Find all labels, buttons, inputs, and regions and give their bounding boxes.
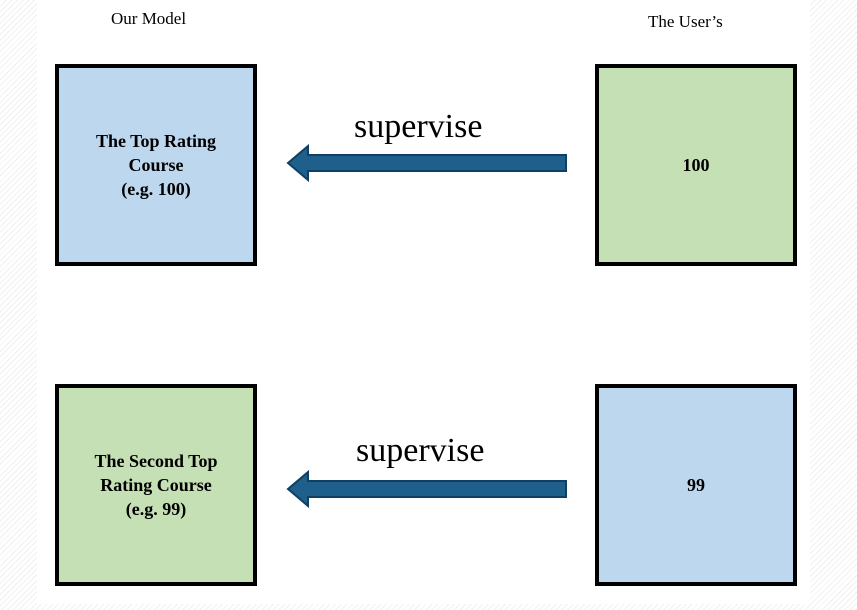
left-arrow-1-shape [286,143,567,183]
model-box-top-rating-text: The Top Rating Course (e.g. 100) [95,131,217,199]
supervise-label-2: supervise [356,432,485,469]
user-box-99-text: 99 [687,475,705,495]
left-arrow-2-shape [286,469,567,509]
header-our-model: Our Model [111,9,187,28]
model-box-top-rating: The Top Rating Course (e.g. 100) [55,64,257,266]
user-box-100: 100 [595,64,797,266]
user-box-99: 99 [595,384,797,586]
header-the-users: The User’s [648,12,723,31]
left-arrow-2 [286,469,567,509]
left-arrow-1 [286,143,567,183]
model-box-second-top-rating-text: The Second Top Rating Course (e.g. 99) [94,451,218,519]
supervise-label-1: supervise [354,108,483,145]
user-box-100-text: 100 [682,155,710,175]
model-box-second-top-rating: The Second Top Rating Course (e.g. 99) [55,384,257,586]
